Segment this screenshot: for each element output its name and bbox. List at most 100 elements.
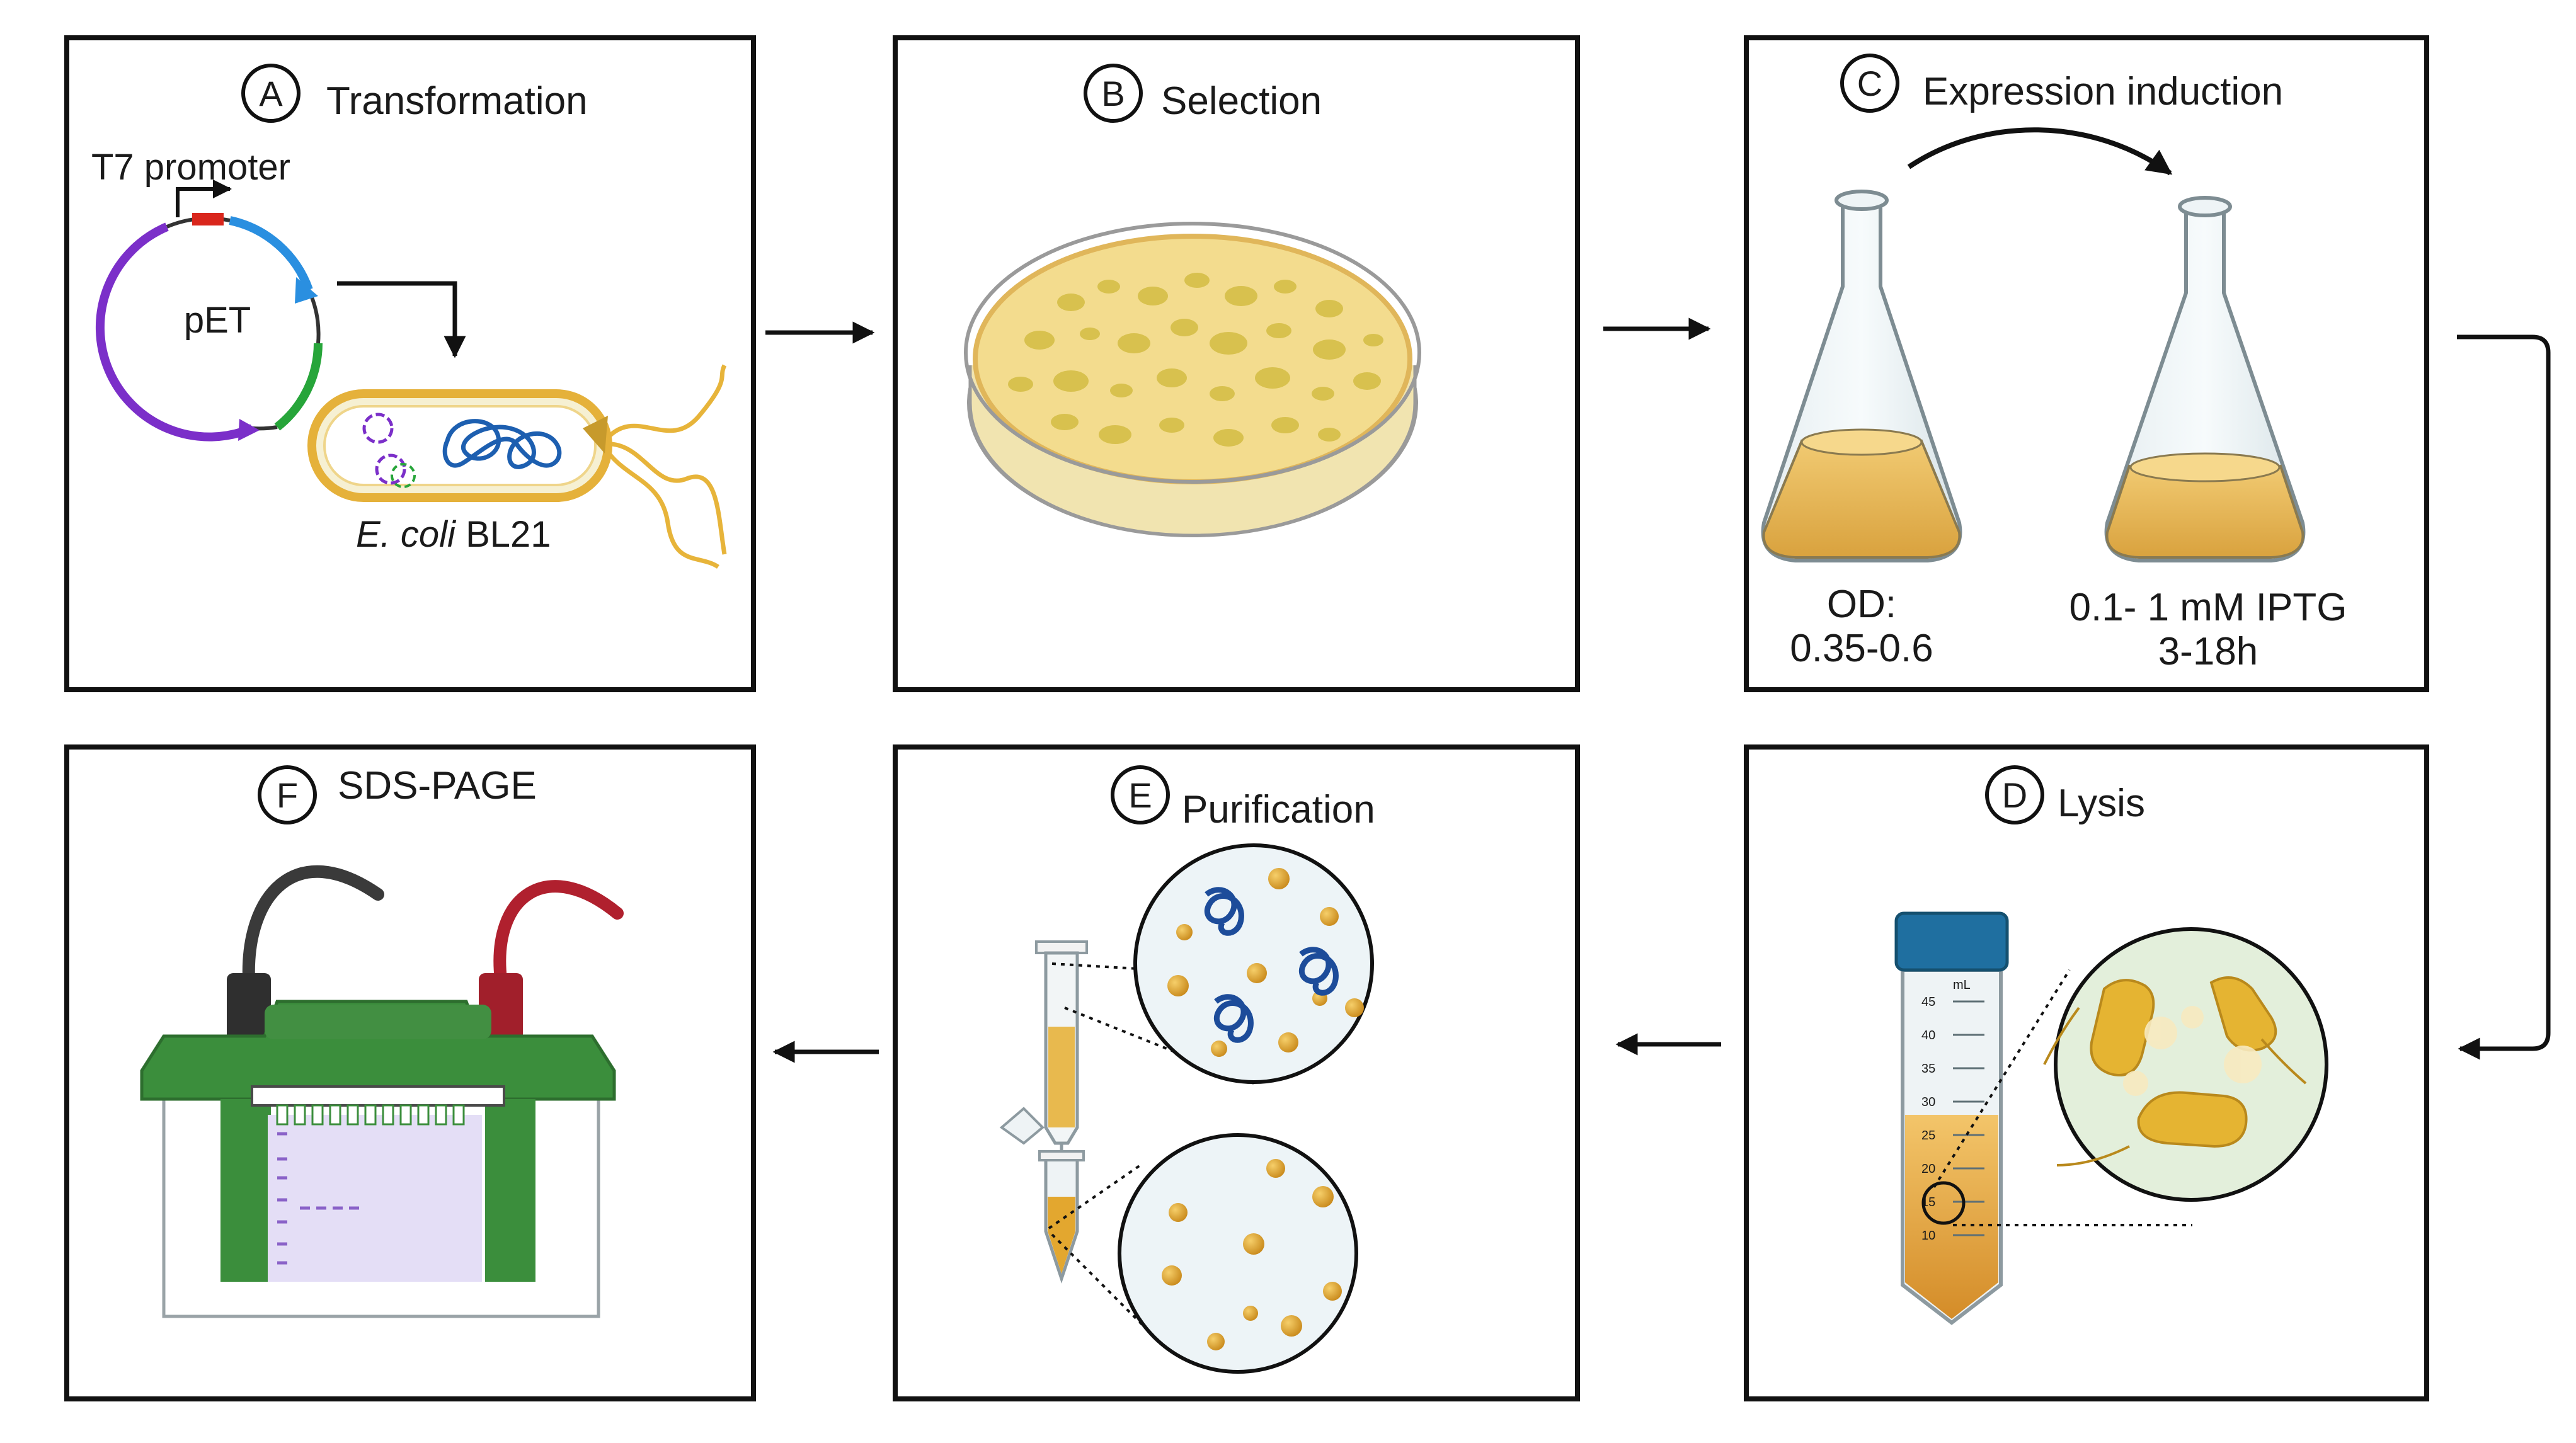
protein-icon-3 — [1213, 994, 1254, 1043]
panel-f-sds-page: F SDS-PAGE — [64, 744, 756, 1401]
panel-d-title: Lysis — [2058, 782, 2145, 825]
strain-rest: BL21 — [466, 514, 551, 555]
plasmid-copy-icon-3 — [391, 463, 416, 488]
plasmid-copy-icon — [362, 413, 394, 444]
panel-f-letter: F — [277, 775, 298, 815]
plasmid-green-segment — [274, 343, 323, 431]
panel-a-title: Transformation — [326, 79, 588, 123]
panel-c-letter: C — [1857, 64, 1882, 103]
black-plug — [227, 973, 271, 1042]
t7-promoter-block — [192, 213, 224, 225]
colonies — [1008, 273, 1383, 447]
gel-bands — [277, 1132, 359, 1265]
agar-surface — [973, 234, 1412, 484]
tube-tick-10: 10 — [1921, 1229, 1935, 1243]
tube-graduations — [1953, 1000, 1984, 1236]
tube-cap — [1894, 911, 2009, 972]
plasmid-blue-segment — [229, 216, 313, 292]
panel-e-letter: E — [1128, 775, 1152, 815]
panel-b-title: Selection — [1161, 79, 1322, 123]
falcon-tube: mL 45 40 35 30 25 20 15 10 — [1894, 911, 2009, 1325]
plasmid-arrowhead-blue-icon — [295, 277, 318, 304]
strain-space — [455, 514, 466, 555]
panel-d-letter-circle — [1985, 765, 2044, 824]
flagella-icon — [603, 364, 727, 569]
bound-protein-magnified-view — [1133, 843, 1374, 1084]
gel-comb-teeth — [276, 1104, 465, 1126]
flask-after-induction — [2104, 196, 2306, 562]
lysed-cell-icon-3 — [2137, 1091, 2248, 1148]
tube-tick-40: 40 — [1921, 1029, 1935, 1042]
protein-icon-2 — [1298, 947, 1339, 996]
tube-tick-30: 30 — [1921, 1095, 1935, 1109]
gel-slab — [268, 1115, 482, 1282]
tube-tick-35: 35 — [1921, 1062, 1935, 1076]
gel-frame-left — [220, 1099, 271, 1282]
panel-c-expression-induction: C Expression induction OD: 0.35-0.6 0.1-… — [1744, 35, 2429, 692]
tube-tick-45: 45 — [1921, 995, 1935, 1009]
petri-dish — [964, 222, 1421, 537]
strain-italic: E. coli — [356, 514, 457, 555]
dish-lid-rim — [964, 222, 1421, 484]
gel-clamp-top — [251, 1085, 505, 1107]
panel-f-title: SDS-PAGE — [338, 764, 537, 807]
panel-a-letter: A — [259, 74, 283, 113]
panel-e-title: Purification — [1182, 788, 1375, 831]
eluate-magnified-view — [1118, 1133, 1358, 1374]
flask-before-induction — [1761, 190, 1962, 562]
od-label: OD: — [1827, 583, 1896, 626]
beads-top — [1167, 868, 1364, 1057]
panel-e-letter-circle — [1111, 765, 1170, 824]
panel-b-selection: B Selection — [893, 35, 1580, 692]
tube-liquid — [1905, 1115, 1998, 1319]
flow-arrow-c-to-d — [2457, 334, 2551, 1060]
red-cable-icon — [493, 880, 624, 986]
panel-b-letter-circle — [1084, 64, 1143, 123]
chromosome-icon — [442, 419, 562, 469]
lysed-cell-icon — [2090, 979, 2155, 1076]
od-value: 0.35-0.6 — [1790, 627, 1933, 670]
panel-f-letter-circle — [258, 765, 317, 824]
zoom-lines-d — [1933, 969, 2192, 1226]
zoom-lines-e — [1048, 962, 1254, 1343]
black-cable-icon — [242, 865, 384, 986]
gel-frame-right — [485, 1099, 535, 1282]
lysis-debris-spots — [2123, 1006, 2262, 1096]
panel-c-title: Expression induction — [1923, 70, 2283, 113]
panel-d-letter: D — [2002, 775, 2027, 815]
tube-tick-25: 25 — [1921, 1129, 1935, 1143]
panel-a-letter-circle — [241, 64, 301, 123]
tube-zoom-ring — [1921, 1181, 1966, 1225]
strain-label: E. coli BL21 — [356, 514, 551, 555]
ecoli-cell — [307, 364, 727, 569]
tube-tick-20: 20 — [1921, 1162, 1935, 1176]
transform-arrow-icon — [337, 281, 466, 358]
panel-d-lysis: D Lysis mL 45 40 35 30 25 20 15 10 — [1744, 744, 2429, 1401]
panel-e-purification: E Purification — [893, 744, 1580, 1401]
lysis-debris — [2043, 1007, 2307, 1166]
promoter-arrow-icon — [176, 180, 232, 217]
plasmid-purple-segment — [95, 222, 254, 442]
induction-time-label: 3-18h — [2158, 630, 2258, 673]
protein-icon — [1204, 887, 1244, 936]
plasmid-label: pET — [184, 300, 251, 341]
collection-tube — [999, 1107, 1085, 1284]
lysis-magnified-view — [2043, 927, 2328, 1202]
tube-unit: mL — [1953, 978, 1971, 992]
plasmid-pet: pET — [95, 213, 323, 442]
plasmid-copy-icon-2 — [375, 453, 406, 485]
t7-promoter-label: T7 promoter — [91, 147, 290, 188]
lid-top — [265, 1005, 491, 1039]
plasmid-arrowhead-purple-icon — [238, 419, 260, 441]
panel-b-letter: B — [1101, 74, 1125, 113]
iptg-label: 0.1- 1 mM IPTG — [2069, 586, 2347, 629]
beads-bottom — [1162, 1159, 1342, 1350]
purification-column — [1035, 940, 1088, 1159]
ecoli-inner — [323, 405, 597, 486]
panel-a-transformation: A Transformation T7 promoter pET — [64, 35, 756, 692]
panel-a-frame — [64, 35, 756, 692]
pilus-icon — [583, 416, 608, 453]
induction-curved-arrow-icon — [1907, 127, 2173, 176]
panel-c-letter-circle — [1840, 54, 1899, 113]
